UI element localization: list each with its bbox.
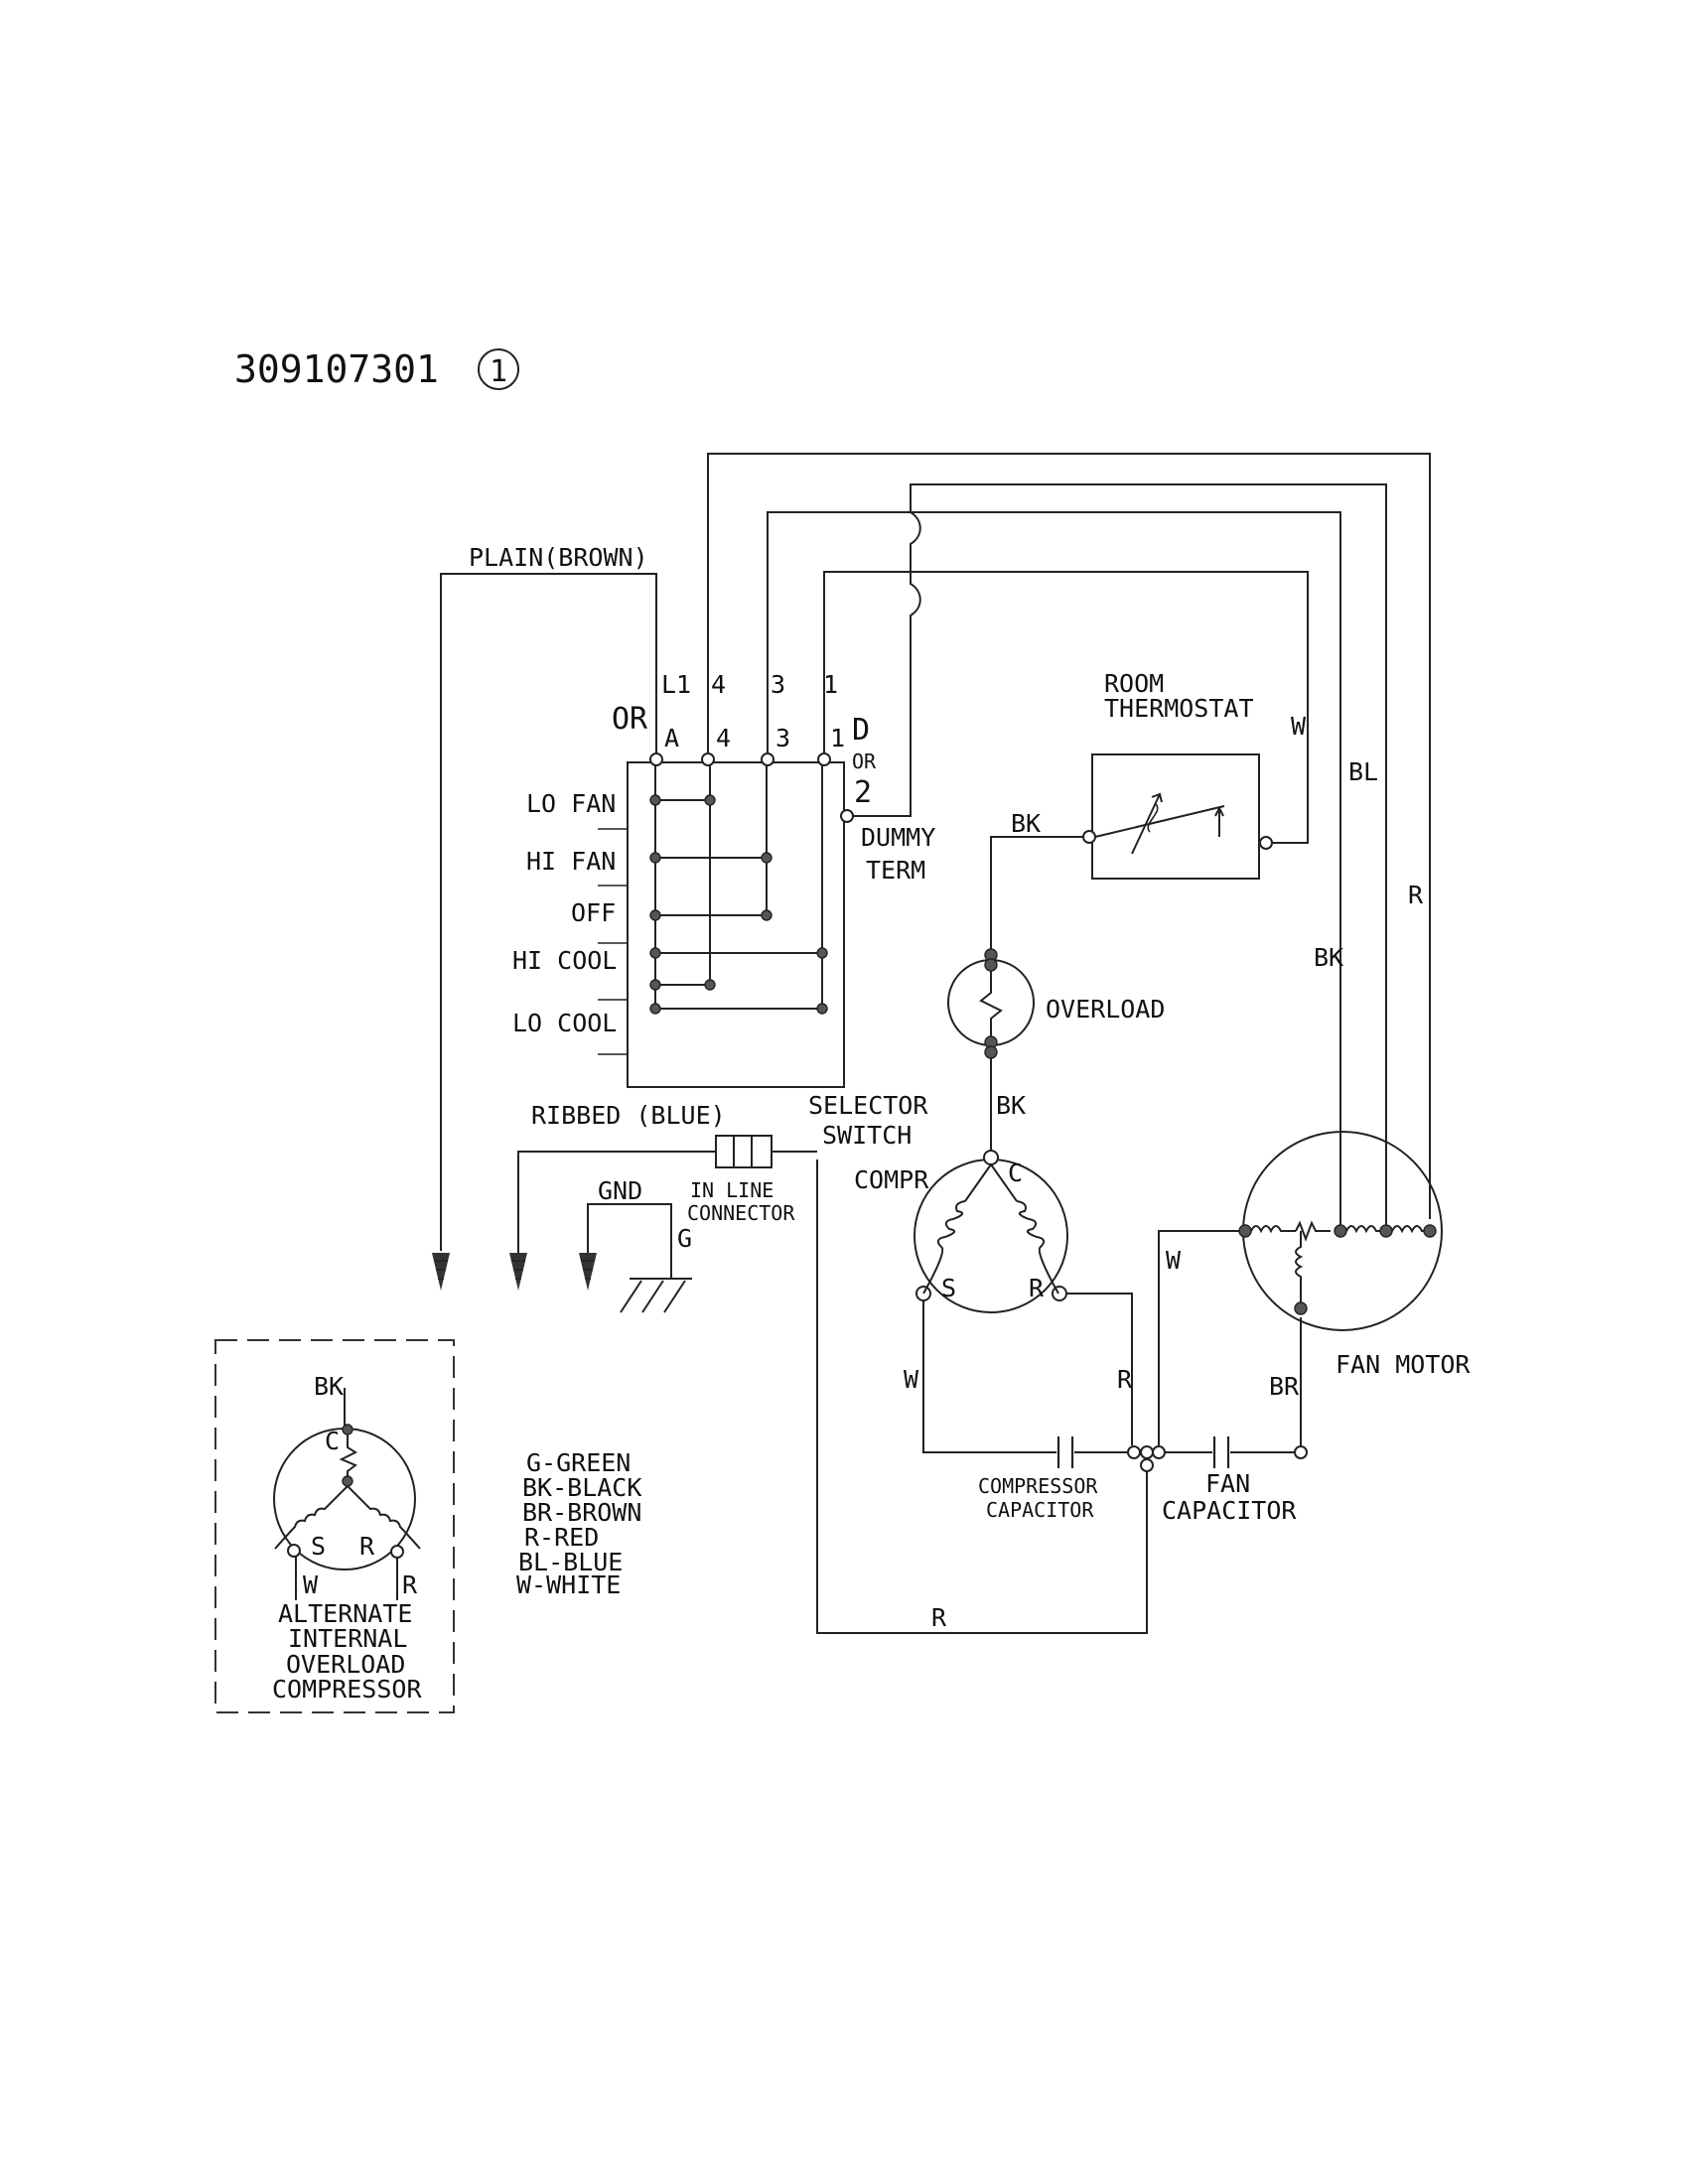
wire-label-bk-right: BK <box>1314 943 1343 972</box>
alt-caption-4: COMPRESSOR <box>272 1675 422 1704</box>
legend-brown: BR-BROWN <box>522 1498 641 1527</box>
plain-brown-label: PLAIN(BROWN) <box>469 543 648 572</box>
alt-c-label: C <box>325 1427 340 1455</box>
wire-label-w-fan: W <box>1166 1246 1182 1275</box>
compressor-terminal-c: C <box>1008 1159 1023 1187</box>
gnd-label: GND <box>598 1176 642 1205</box>
terminal-1-label: 1 <box>830 724 845 752</box>
alt-s-label: S <box>311 1532 326 1561</box>
ribbed-blue-label: RIBBED (BLUE) <box>531 1101 726 1130</box>
selector-switch <box>598 752 854 1088</box>
legend-green: G-GREEN <box>526 1448 631 1477</box>
dummy-term-label-2: TERM <box>866 856 925 885</box>
compressor <box>914 1150 1068 1313</box>
revision-circle <box>478 348 519 390</box>
switch-position-hi-cool: HI COOL <box>512 946 617 975</box>
selector-switch-label-2: SWITCH <box>822 1121 912 1150</box>
dummy-term-label-1: DUMMY <box>861 823 935 852</box>
alt-r-lead-label: R <box>402 1570 418 1599</box>
top-label-4: 4 <box>711 670 726 699</box>
part-number: 309107301 <box>234 347 439 391</box>
terminal-4-label: 4 <box>716 724 731 752</box>
switch-position-off: OFF <box>571 898 616 927</box>
color-legend: G-GREEN BK-BLACK BR-BROWN R-RED BL-BLUE … <box>516 1448 641 1599</box>
alternate-compressor-box <box>214 1339 455 1713</box>
top-label-l1: L1 <box>661 670 691 699</box>
compressor-terminal-s: S <box>941 1274 956 1302</box>
switch-position-lo-cool: LO COOL <box>512 1009 617 1037</box>
top-label-3: 3 <box>771 670 785 699</box>
wire-terminations <box>432 1253 597 1291</box>
fan-motor-label: FAN MOTOR <box>1336 1350 1471 1379</box>
legend-white: W-WHITE <box>516 1570 621 1599</box>
alt-bk-label: BK <box>314 1372 344 1401</box>
terminal-2-label: 2 <box>854 775 872 810</box>
fan-capacitor-label-2: CAPACITOR <box>1162 1496 1297 1525</box>
g-label: G <box>677 1224 692 1253</box>
selector-switch-label-1: SELECTOR <box>808 1091 928 1120</box>
room-thermostat-label-2: THERMOSTAT <box>1104 694 1254 723</box>
inline-connector-label-2: CONNECTOR <box>687 1201 795 1225</box>
legend-black: BK-BLACK <box>522 1473 641 1502</box>
wire-label-w-compressor: W <box>904 1365 919 1394</box>
room-thermostat-label-1: ROOM <box>1104 669 1164 698</box>
room-thermostat <box>1082 753 1273 880</box>
fan-capacitor-label-1: FAN <box>1205 1469 1250 1498</box>
wire-label-bk-thermostat: BK <box>1011 809 1041 838</box>
terminal-3-label: 3 <box>775 724 790 752</box>
terminal-a-label: A <box>664 724 679 752</box>
overload-label: OVERLOAD <box>1046 995 1165 1024</box>
compressor-capacitor-label-1: COMPRESSOR <box>978 1474 1098 1498</box>
wire-label-r-bottom: R <box>931 1603 947 1632</box>
top-label-1: 1 <box>823 670 838 699</box>
compressor-label: COMPR <box>854 1165 929 1194</box>
fan-motor <box>1238 1131 1443 1331</box>
ribbed-wire-and-connector <box>517 1135 817 1256</box>
legend-blue: BL-BLUE <box>518 1548 623 1576</box>
alt-w-lead-label: W <box>303 1570 319 1599</box>
wire-label-r-compressor: R <box>1117 1365 1133 1394</box>
revision-number: 1 <box>490 354 507 389</box>
terminal-d-label: D <box>852 713 870 748</box>
legend-red: R-RED <box>524 1523 599 1552</box>
wire-bk-thermostat <box>990 836 1083 953</box>
alt-caption-3: OVERLOAD <box>286 1650 405 1679</box>
wire-label-bl: BL <box>1348 757 1378 786</box>
overload <box>947 948 1035 1059</box>
wire-label-br-fan: BR <box>1269 1372 1300 1401</box>
switch-position-lo-fan: LO FAN <box>526 789 616 818</box>
alt-caption-1: ALTERNATE <box>278 1599 412 1628</box>
capacitor-circuit-wires <box>816 1160 1308 1634</box>
alt-r-label: R <box>359 1532 375 1561</box>
wire-label-r-right: R <box>1408 881 1424 909</box>
compressor-terminal-r: R <box>1029 1274 1045 1302</box>
terminal-d-or-label: OR <box>852 750 877 773</box>
terminal-or-label: OR <box>612 702 648 737</box>
switch-position-hi-fan: HI FAN <box>526 847 616 876</box>
wire-label-bk-overload: BK <box>996 1091 1026 1120</box>
ground-symbol <box>587 1203 692 1313</box>
alt-caption-2: INTERNAL <box>288 1624 407 1653</box>
wire-label-w-top: W <box>1291 712 1307 741</box>
top-harness-wires <box>440 453 1431 1251</box>
inline-connector-label-1: IN LINE <box>690 1178 774 1202</box>
compressor-capacitor-label-2: CAPACITOR <box>986 1498 1094 1522</box>
